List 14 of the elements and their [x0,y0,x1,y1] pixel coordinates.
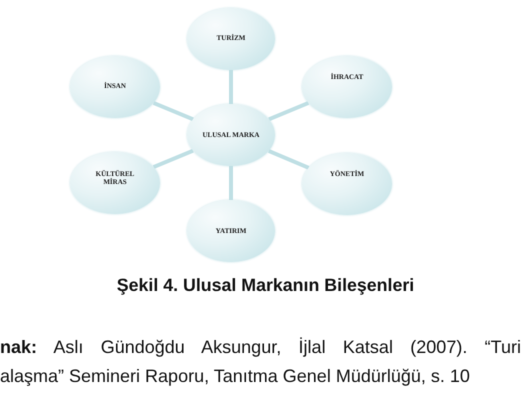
connector-line [229,70,233,104]
ellipse-node [70,152,160,214]
ellipse-node [70,56,160,118]
source-citation-text: nak: Aslı Gündoğdu Aksungur, İjlal Katsal (2007). “Turi [0,337,521,358]
connector-line [152,101,194,122]
connector-line [152,148,194,169]
ellipse-node [187,104,275,166]
figure-caption: Şekil 4. Ulusal Markanın Bileşenleri [116,275,414,296]
connector-line [268,101,310,122]
connector-line [268,149,310,170]
ellipse-node [302,56,392,118]
ellipse-node [302,153,392,215]
connector-line [229,166,233,200]
source-citation-text: alaşma” Semineri Raporu, Tanıtma Genel Müdürlüğü, s. 10 [0,366,471,387]
